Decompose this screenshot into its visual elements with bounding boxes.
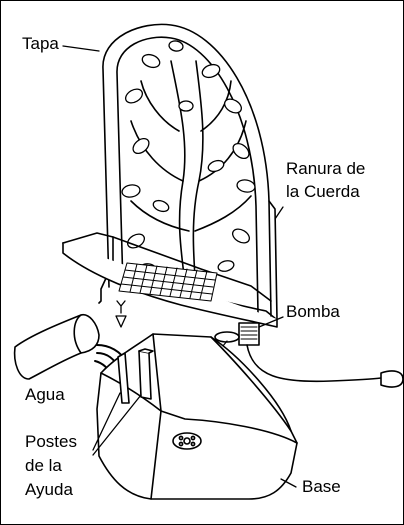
postes-label-line3: Ayuda <box>25 480 73 499</box>
base-leader <box>280 478 297 488</box>
postes-label-line2: de la <box>25 456 62 475</box>
postes-label-line1: Postes <box>25 432 77 451</box>
tray-grate <box>118 262 218 302</box>
down-arrow <box>115 300 127 328</box>
base <box>96 333 298 500</box>
tapa-panel <box>102 23 278 320</box>
pump <box>214 322 260 346</box>
base-label: Base <box>302 477 341 496</box>
watering-can <box>13 313 100 380</box>
bomba-label: Bomba <box>286 302 340 321</box>
ranura-leader <box>274 206 284 220</box>
agua-label: Agua <box>25 385 65 404</box>
tapa-label: Tapa <box>22 34 59 53</box>
tapa-leader <box>62 45 100 52</box>
cord-plug <box>380 370 403 388</box>
bomba-leader <box>258 316 284 328</box>
ranura-label-line1: Ranura de <box>286 159 366 178</box>
postes-leader-2 <box>92 394 142 456</box>
power-cord <box>246 344 382 383</box>
postes-leader-1 <box>92 392 121 451</box>
support-posts <box>117 348 154 404</box>
ranura-label-line2: la Cuerda <box>286 182 360 201</box>
leader-lines <box>62 45 297 488</box>
